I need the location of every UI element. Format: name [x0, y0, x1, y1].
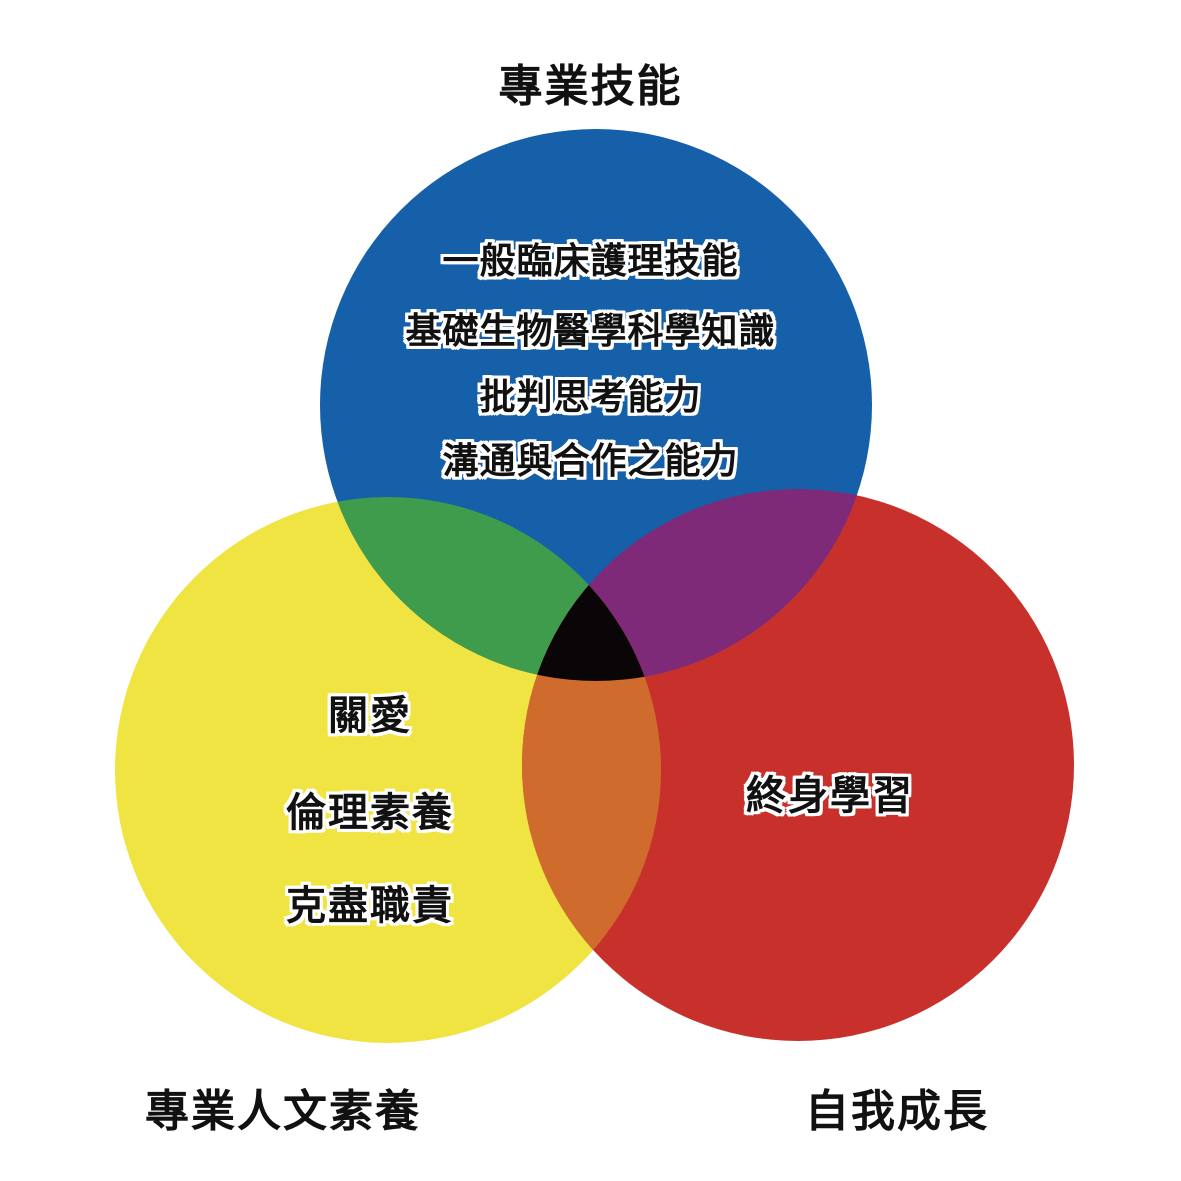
left-item-ethics: 倫理素養 — [286, 790, 454, 836]
top-item-clinical-skills: 一般臨床護理技能 — [442, 241, 739, 282]
top-item-biomedical-knowledge: 基礎生物醫學科學知識 — [405, 311, 776, 352]
left-item-responsibility: 克盡職責 — [286, 883, 454, 929]
right-item-lifelong-learning: 終身學習 — [746, 773, 914, 819]
overlap-top-left — [320, 497, 661, 681]
top-item-critical-thinking: 批判思考能力 — [479, 377, 702, 418]
label-professional-skills: 專業技能 — [498, 61, 683, 112]
label-professional-humanities: 專業人文素養 — [145, 1086, 421, 1137]
top-item-communication: 溝通與合作之能力 — [442, 441, 739, 482]
overlap-top-right — [522, 489, 872, 681]
label-self-growth: 自我成長 — [805, 1086, 989, 1137]
left-item-caring: 關愛 — [328, 693, 412, 739]
